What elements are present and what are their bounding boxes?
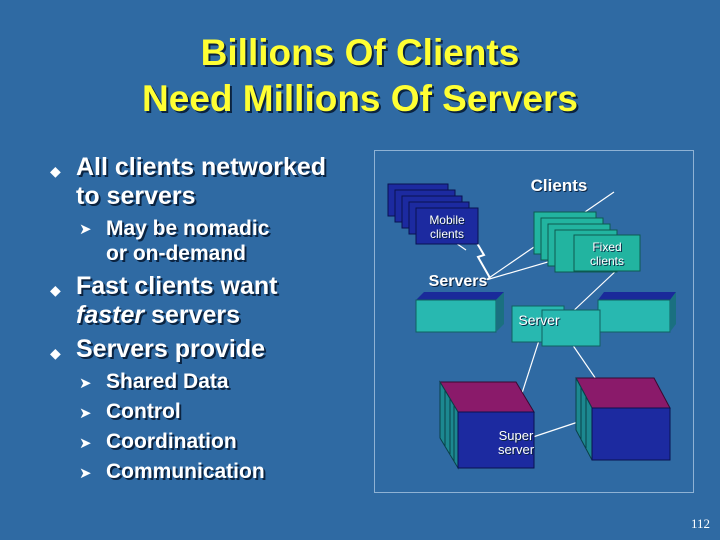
bullet-servers-provide: Servers provide [76, 335, 265, 364]
bullet-line: faster servers [76, 301, 277, 330]
sub-bullet-nomadic: May be nomadic or on-demand [106, 216, 269, 266]
page-number: 112 [690, 516, 710, 531]
mobile-clients-label: Mobile clients [416, 213, 478, 241]
sub-bullet-arrow-icon: ➤ [79, 221, 92, 238]
servers-row [415, 292, 676, 347]
bullet-line: Fast clients want [76, 272, 278, 300]
sub-bullet-arrow-icon: ➤ [79, 405, 92, 422]
fixed-clients-label: Fixed clients [574, 240, 640, 268]
diagram-graphic [374, 150, 694, 493]
label-line: clients [589, 254, 624, 268]
bullet-fast-clients: Fast clients want faster servers [76, 272, 277, 330]
sub-bullet-control: Control [106, 400, 181, 423]
bullet-marker: ◆ [50, 345, 61, 361]
bullet-line: Servers provide [76, 335, 265, 363]
server-label: Server [518, 312, 560, 328]
bullet-line: to servers [76, 182, 196, 210]
sub-bullet-shared-data: Shared Data [106, 370, 229, 393]
bullet-text: servers [144, 301, 241, 329]
sub-bullet-line: or on-demand [106, 242, 246, 265]
bullet-clients-networked: All clients networked to servers [76, 153, 326, 211]
emphasis-text: faster [76, 301, 145, 329]
mobile-clients-stack [387, 183, 479, 245]
title-line-1: Billions Of Clients [200, 32, 520, 73]
super-servers [439, 377, 671, 470]
label-line: Super [498, 428, 534, 443]
super-server-label: Super server [486, 429, 546, 457]
sub-bullet-arrow-icon: ➤ [79, 435, 92, 452]
clients-label: Clients [530, 176, 588, 195]
sub-bullet-communication: Communication [106, 460, 265, 483]
label-line: server [497, 442, 535, 457]
label-line: Fixed [592, 240, 622, 254]
fixed-clients-stack [533, 211, 641, 273]
label-line: Mobile [429, 213, 465, 227]
sub-bullet-arrow-icon: ➤ [79, 465, 92, 482]
title-line-2: Need Millions Of Servers [142, 78, 578, 119]
label-line: clients [429, 227, 464, 241]
bullet-marker: ◆ [50, 282, 61, 298]
bullet-marker: ◆ [50, 163, 61, 179]
bullet-line: All clients networked [76, 153, 327, 181]
servers-label: Servers [428, 273, 488, 290]
sub-bullet-coordination: Coordination [106, 430, 237, 453]
sub-bullet-arrow-icon: ➤ [79, 375, 92, 392]
wireless-link [473, 237, 491, 279]
slide-title: Billions Of Clients Need Millions Of Ser… [0, 30, 720, 122]
sub-bullet-line: May be nomadic [106, 217, 270, 240]
client-server-diagram: Clients Mobile clients Fixed clients Ser… [374, 150, 694, 493]
